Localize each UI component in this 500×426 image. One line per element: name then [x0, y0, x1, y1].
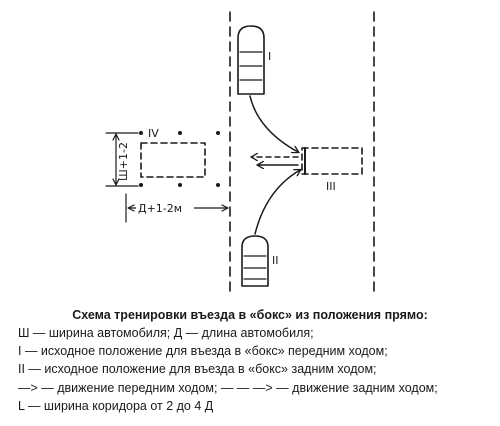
car-reverse-label: II: [272, 254, 279, 267]
caption-line: —> — движение передним ходом; — — —> — д…: [18, 380, 438, 395]
maneuver-diagram: I II III IV Ш+1-2: [105, 11, 375, 296]
width-dimension: [105, 132, 139, 187]
width-dim-label: Ш+1-2: [117, 142, 130, 181]
caption-line: L — ширина коридора от 2 до 4 Д: [18, 398, 214, 413]
caption-line: I — исходное положение для въезда в «бок…: [18, 344, 388, 359]
caption-title: Схема тренировки въезда в «бокс» из поло…: [72, 308, 428, 322]
length-dim-label: Д+1-2м: [138, 202, 182, 215]
forward-path-arrow: [249, 95, 298, 152]
box-label: III: [326, 180, 336, 193]
car-front-icon: [237, 25, 265, 95]
car-front-label: I: [268, 50, 271, 63]
reverse-path-arrow: [254, 170, 300, 235]
car-reverse-icon: [241, 235, 269, 287]
box-outline: [301, 147, 363, 175]
caption-line: II — исходное положение для въезда в «бо…: [18, 362, 377, 377]
caption: Схема тренировки въезда в «бокс» из поло…: [0, 306, 500, 415]
caption-line: Ш — ширина автомобиля; Д — длина автомоб…: [18, 326, 314, 340]
corridor-outline: [140, 142, 206, 178]
corridor-label: IV: [148, 127, 159, 140]
cone-markers: [139, 131, 220, 187]
